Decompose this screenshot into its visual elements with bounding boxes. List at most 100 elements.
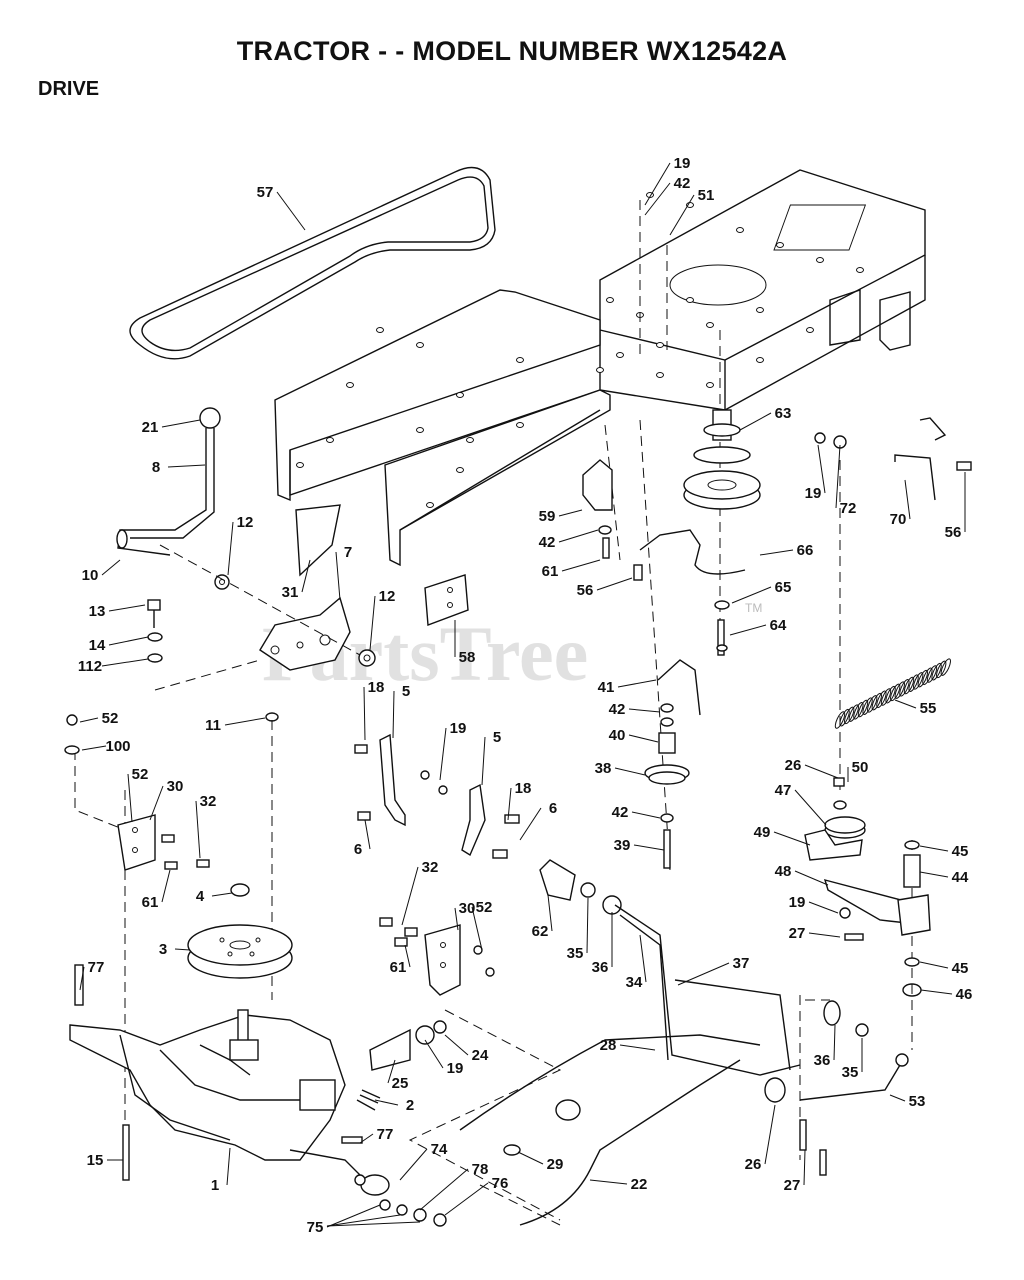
callout-label: 12 xyxy=(379,588,396,605)
callout-label: 44 xyxy=(952,869,969,886)
callout-label: 48 xyxy=(775,863,792,880)
callout-label: 61 xyxy=(542,563,559,580)
callout-label: 57 xyxy=(257,184,274,201)
callout-label: 7 xyxy=(344,544,352,561)
callout-50: 50 xyxy=(847,759,869,782)
callout-label: 25 xyxy=(392,1075,409,1092)
callout-65: 65 xyxy=(731,579,791,604)
callout-label: 35 xyxy=(567,945,584,962)
spring-55 xyxy=(834,658,951,729)
callout-42: 42 xyxy=(609,701,661,718)
callout-8: 8 xyxy=(152,459,206,476)
callout-label: 32 xyxy=(422,859,439,876)
callout-42: 42 xyxy=(539,529,599,551)
center-brackets xyxy=(354,733,520,859)
callout-19: 19 xyxy=(439,720,466,781)
callout-label: 56 xyxy=(577,582,594,599)
callout-label: 49 xyxy=(754,824,771,841)
callout-13: 13 xyxy=(89,603,146,620)
callout-34: 34 xyxy=(626,934,647,991)
callout-label: 31 xyxy=(282,584,299,601)
callout-label: 21 xyxy=(142,419,159,436)
callout-label: 39 xyxy=(614,837,631,854)
callout-29: 29 xyxy=(517,1151,563,1173)
callout-label: 5 xyxy=(493,729,501,746)
callout-55: 55 xyxy=(894,699,936,717)
callout-7: 7 xyxy=(335,544,352,601)
callout-label: 42 xyxy=(674,175,691,192)
left-bracket xyxy=(64,714,210,871)
callout-35: 35 xyxy=(567,897,589,962)
callout-53: 53 xyxy=(889,1093,925,1110)
callout-label: 30 xyxy=(459,900,476,917)
drive-belt xyxy=(129,166,496,360)
callout-19: 19 xyxy=(805,444,826,502)
callout-32: 32 xyxy=(195,793,216,859)
callout-label: 40 xyxy=(609,727,626,744)
idler-stack xyxy=(644,659,701,869)
callout-77: 77 xyxy=(79,959,104,991)
callout-48: 48 xyxy=(775,863,829,886)
callout-label: 52 xyxy=(132,766,149,783)
callout-1: 1 xyxy=(211,1147,231,1194)
callout-21: 21 xyxy=(142,419,201,436)
callout-59: 59 xyxy=(539,508,583,525)
watermark-mark: TM xyxy=(745,601,762,615)
callout-27: 27 xyxy=(784,1149,806,1194)
callout-10: 10 xyxy=(82,559,121,584)
callout-26: 26 xyxy=(785,757,839,779)
callout-label: 36 xyxy=(814,1052,831,1069)
callout-44: 44 xyxy=(919,869,969,886)
callout-label: 112 xyxy=(78,658,102,675)
callout-label: 35 xyxy=(842,1064,859,1081)
center-lower-bracket xyxy=(379,917,495,996)
callout-25: 25 xyxy=(387,1059,409,1092)
callout-31: 31 xyxy=(282,559,311,601)
callout-label: 50 xyxy=(852,759,869,776)
callout-label: 18 xyxy=(515,780,532,797)
callout-18: 18 xyxy=(363,679,384,741)
callout-label: 75 xyxy=(307,1219,324,1236)
clutch-pulley xyxy=(639,409,761,656)
callout-32: 32 xyxy=(401,859,439,926)
callout-label: 28 xyxy=(600,1037,617,1054)
pedal-assembly xyxy=(459,859,909,1226)
callout-56: 56 xyxy=(577,577,633,599)
frame-holes xyxy=(296,192,864,508)
callout-label: 26 xyxy=(745,1156,762,1173)
callout-label: 8 xyxy=(152,459,160,476)
callout-label: 13 xyxy=(89,603,106,620)
callout-12: 12 xyxy=(227,514,254,576)
callout-61: 61 xyxy=(542,559,601,580)
callout-2: 2 xyxy=(374,1097,414,1114)
callout-label: 45 xyxy=(952,960,969,977)
callout-label: 22 xyxy=(631,1176,648,1193)
callout-label: 4 xyxy=(196,888,205,905)
idler-small-parts xyxy=(582,417,972,581)
callout-19: 19 xyxy=(789,894,839,914)
callout-24: 24 xyxy=(444,1034,489,1064)
callout-label: 15 xyxy=(87,1152,104,1169)
callout-15: 15 xyxy=(87,1152,123,1169)
callout-52: 52 xyxy=(79,710,119,727)
callout-46: 46 xyxy=(920,986,972,1003)
frame xyxy=(274,169,926,567)
callout-37: 37 xyxy=(677,955,749,986)
callout-64: 64 xyxy=(729,617,787,636)
callout-52: 52 xyxy=(127,766,149,823)
callout-label: 42 xyxy=(612,804,629,821)
callout-label: 52 xyxy=(102,710,119,727)
callout-45: 45 xyxy=(919,960,969,977)
callout-label: 52 xyxy=(476,899,493,916)
bracket-7 xyxy=(259,596,351,671)
callout-36: 36 xyxy=(814,1024,836,1069)
callout-label: 12 xyxy=(237,514,254,531)
transmission xyxy=(69,964,447,1227)
callout-label: 27 xyxy=(789,925,806,942)
callout-label: 70 xyxy=(890,511,907,528)
callout-label: 45 xyxy=(952,843,969,860)
callout-label: 63 xyxy=(775,405,792,422)
callout-label: 34 xyxy=(626,974,643,991)
callout-19: 19 xyxy=(644,155,690,206)
